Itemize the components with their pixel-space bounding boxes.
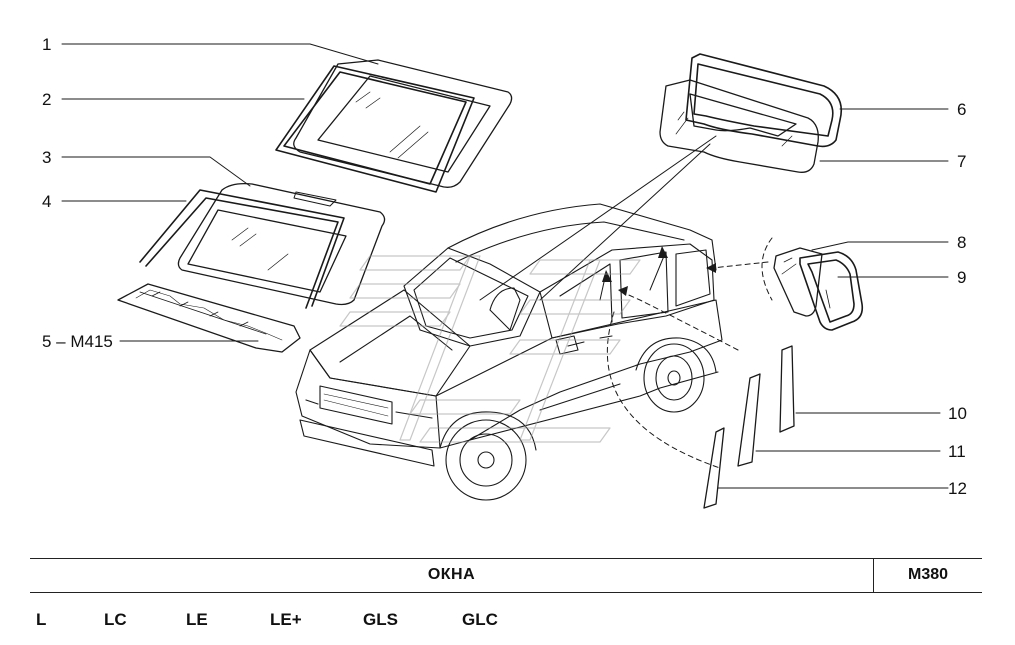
variant-le-plus: LE+ (270, 610, 302, 629)
callout-6: 6 (957, 100, 967, 119)
windshield-seal (275, 65, 475, 193)
callout-10: 10 (948, 404, 967, 423)
quarter-glass-seal (799, 251, 864, 331)
callout-12: 12 (948, 479, 967, 498)
variant-lc: LC (104, 610, 127, 629)
variant-gls: GLS (363, 610, 398, 629)
footer-bottom-rule (30, 592, 982, 593)
windshield-glass (293, 59, 513, 188)
callout-5: 5 – M415 (42, 332, 113, 351)
windshield-glass-lower (177, 182, 386, 306)
parts-diagram (61, 43, 949, 509)
variant-le: LE (186, 610, 208, 629)
variant-glc: GLC (462, 610, 498, 629)
watermark-logo (339, 255, 641, 443)
rear-window-seal (685, 53, 843, 148)
leader-lines-left (61, 43, 379, 342)
callout-4: 4 (42, 192, 52, 211)
leader-lines-right (717, 108, 949, 489)
section-code: M380 (907, 566, 949, 583)
callout-9: 9 (957, 268, 967, 287)
guide-lines-solid (479, 135, 717, 301)
vehicle-body (295, 203, 723, 501)
guide-arcs (606, 237, 773, 469)
section-title: ОКНА (427, 566, 476, 583)
footer-divider (873, 559, 874, 593)
footer-top-rule (30, 558, 982, 559)
callout-3: 3 (42, 148, 52, 167)
cowl-panel (117, 283, 301, 353)
callout-11: 11 (948, 442, 966, 461)
variant-l: L (36, 610, 47, 629)
callout-2: 2 (42, 90, 52, 109)
windshield-seal-lower (139, 189, 345, 309)
callout-7: 7 (957, 152, 967, 171)
rear-window-glass (659, 79, 819, 173)
door-trim-strips (703, 345, 795, 509)
callout-8: 8 (957, 233, 967, 252)
callout-1: 1 (42, 35, 52, 54)
